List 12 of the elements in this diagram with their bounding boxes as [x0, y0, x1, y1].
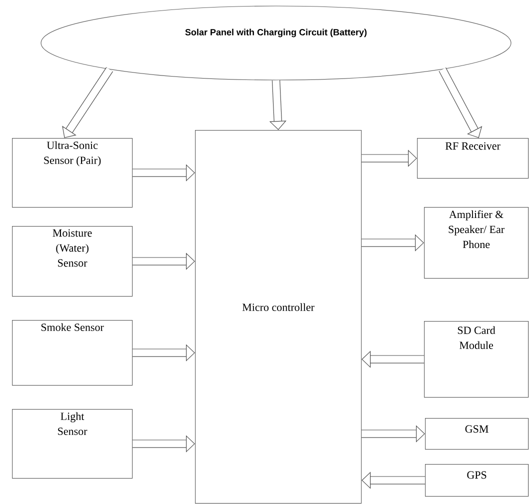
sensor-box: Light Sensor	[12, 409, 133, 479]
module-box: RF Receiver	[417, 138, 529, 179]
module-box: Amplifier & Speaker/ Ear Phone	[424, 207, 529, 279]
sensor-box: Moisture (Water) Sensor	[12, 226, 133, 297]
sensor-box: Smoke Sensor	[12, 320, 133, 386]
module-box: SD Card Module	[424, 321, 529, 398]
block-arrow	[438, 67, 482, 138]
module-box: GSM	[425, 418, 529, 450]
module-box: GPS	[425, 464, 529, 497]
microcontroller-box: Micro controller	[195, 130, 362, 504]
block-arrow	[62, 67, 114, 138]
sensor-box: Ultra-Sonic Sensor (Pair)	[12, 138, 133, 208]
